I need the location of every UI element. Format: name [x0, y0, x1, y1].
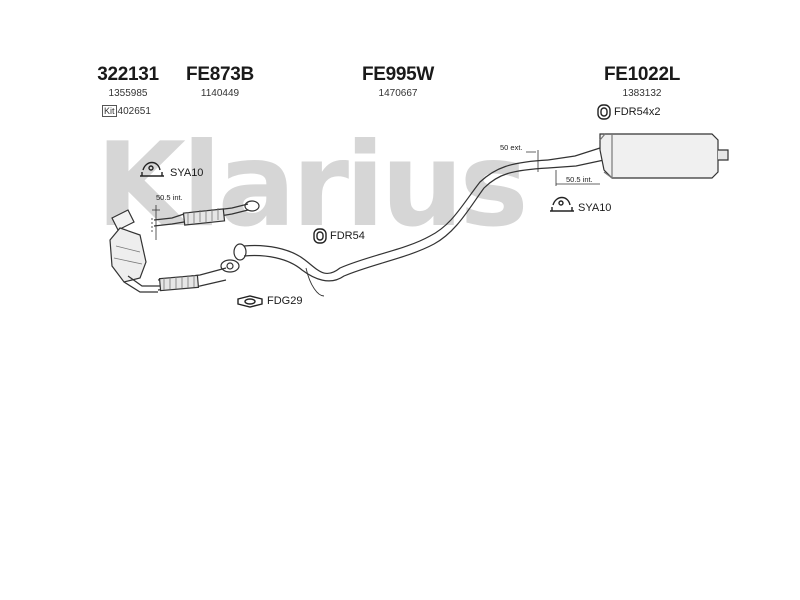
- intermediate-pipe: [233, 159, 549, 297]
- kit-value: 402651: [117, 106, 151, 117]
- part-code: FE995W: [361, 64, 435, 85]
- oem-number: 1383132: [622, 88, 662, 99]
- rear-silencer: [547, 133, 729, 179]
- accessory-sya10-front: SYA10: [170, 167, 203, 179]
- accessory-label: SYA10: [170, 167, 204, 179]
- part-fe995w: FE995W 1470667: [356, 64, 440, 99]
- dimension-note-front: 50.5 int.: [156, 193, 183, 202]
- accessory-icons: [140, 104, 611, 308]
- part-code: FE873B: [186, 64, 254, 85]
- part-code: 322131: [97, 64, 159, 85]
- accessory-label: FDR54: [330, 230, 365, 242]
- dimension-note-rear: 50.5 int.: [566, 175, 593, 184]
- accessory-sya10-rear: SYA10: [578, 202, 611, 214]
- part-fe1022l: FE1022L 1383132: [596, 64, 688, 99]
- rubber-hanger-icon: [140, 161, 164, 177]
- oem-number: 1355985: [108, 88, 148, 99]
- rubber-ring-icon: [597, 104, 611, 120]
- part-322131: 322131 1355985: [92, 64, 164, 99]
- oem-number: 1470667: [378, 88, 418, 99]
- rubber-hanger-icon: [550, 196, 574, 212]
- oem-number: 1140449: [200, 88, 240, 99]
- accessory-fdg29: FDG29: [267, 295, 302, 307]
- accessory-label: SYA10: [578, 202, 612, 214]
- front-pipe: [153, 200, 260, 292]
- kit-label: Kit: [102, 105, 117, 117]
- dimension-note-ext: 50 ext.: [500, 143, 523, 152]
- catalytic-converter: [109, 209, 160, 293]
- gasket-icon: [237, 295, 263, 308]
- accessory-label: FDR54x2: [614, 106, 661, 118]
- part-code: FE1022L: [603, 64, 681, 85]
- rubber-ring-icon: [313, 228, 327, 244]
- accessory-fdr54x2: FDR54x2: [614, 106, 660, 118]
- accessory-fdr54: FDR54: [330, 230, 365, 242]
- dimension-markers: [151, 150, 600, 240]
- part-fe873b: FE873B 1140449: [180, 64, 260, 99]
- accessory-label: FDG29: [267, 295, 303, 307]
